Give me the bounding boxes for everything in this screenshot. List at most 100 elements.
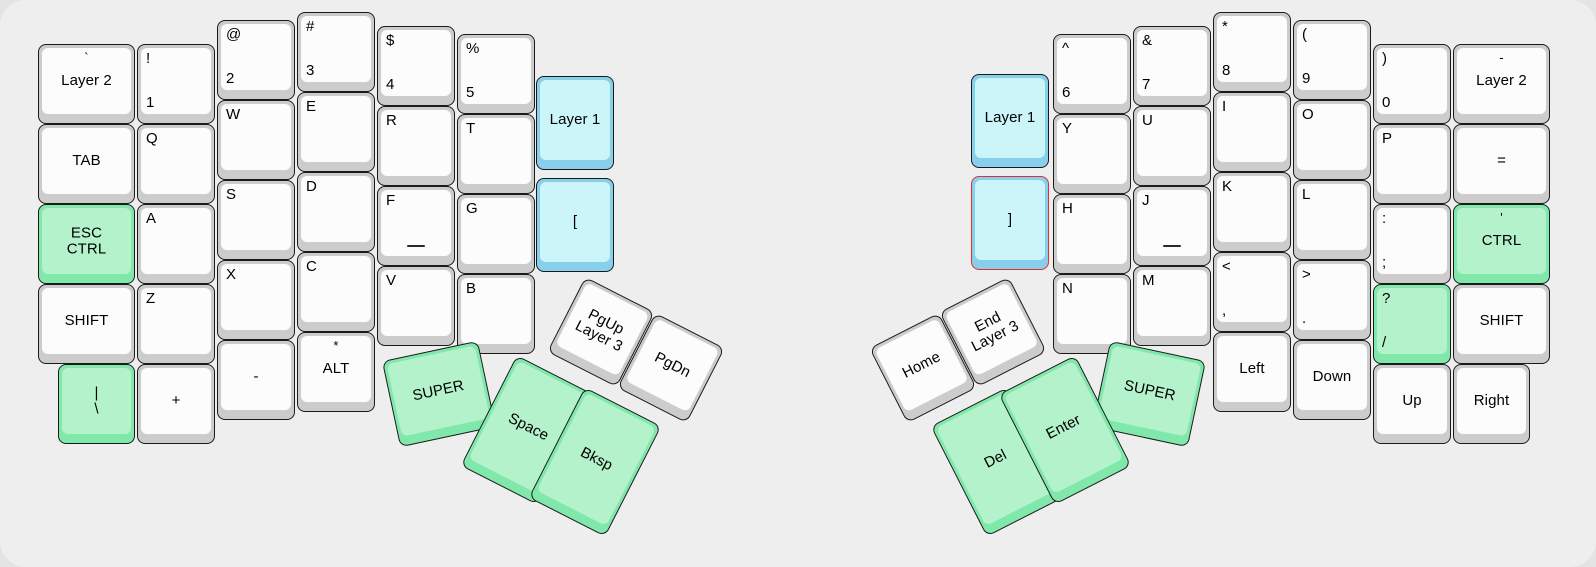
- key-r-c6-r4[interactable]: N: [1053, 274, 1131, 354]
- key-r-c5-r4[interactable]: M: [1133, 266, 1211, 346]
- key-r-c7-r2[interactable]: ]: [971, 176, 1049, 270]
- keycap: D: [301, 176, 371, 242]
- keycap: N: [1057, 278, 1127, 344]
- key-l-c3-r1[interactable]: @2: [217, 20, 295, 100]
- keycap: B: [461, 278, 531, 344]
- key-r-c3-r1[interactable]: (9: [1293, 20, 1371, 100]
- key-l-c1-r2[interactable]: TAB: [38, 124, 135, 204]
- key-legend-main: U: [1142, 112, 1153, 129]
- key-l-c3-r5[interactable]: -: [217, 340, 295, 420]
- keycap: Z: [141, 288, 211, 354]
- key-legend-top: ?: [1382, 290, 1391, 307]
- key-l-c3-r2[interactable]: W: [217, 100, 295, 180]
- key-legend-main: 5: [466, 84, 475, 102]
- keycap: I: [1217, 96, 1287, 162]
- key-r-c1-r5[interactable]: Right: [1453, 364, 1530, 444]
- key-l-c5-r3[interactable]: F: [377, 186, 455, 266]
- key-legend-main: 7: [1142, 76, 1151, 94]
- key-l-c1-r4[interactable]: SHIFT: [38, 284, 135, 364]
- keycap: S: [221, 184, 291, 250]
- key-r-c2-r1[interactable]: )0: [1373, 44, 1451, 124]
- key-l-c2-r5[interactable]: +: [137, 364, 215, 444]
- key-r-c2-r2[interactable]: P: [1373, 124, 1451, 204]
- key-legend-top: &: [1142, 32, 1153, 49]
- key-l-c3-r4[interactable]: X: [217, 260, 295, 340]
- key-l-c1-r1[interactable]: `Layer 2: [38, 44, 135, 124]
- key-r-c5-r1[interactable]: &7: [1133, 26, 1211, 106]
- keycap: ]: [975, 180, 1045, 260]
- keycap: 'CTRL: [1457, 208, 1546, 274]
- key-l-c4-r4[interactable]: C: [297, 252, 375, 332]
- key-r-c2-r3[interactable]: :;: [1373, 204, 1451, 284]
- key-legend-main: =: [1497, 152, 1506, 170]
- key-l-c2-r4[interactable]: Z: [137, 284, 215, 364]
- key-r-c2-r5[interactable]: Up: [1373, 364, 1451, 444]
- key-legend-main: W: [226, 106, 241, 123]
- keycap: L: [1297, 184, 1367, 250]
- key-l-c6-r4[interactable]: B: [457, 274, 535, 354]
- key-legend-top: *: [333, 338, 339, 353]
- key-r-c4-r1[interactable]: *8: [1213, 12, 1291, 92]
- keycap: X: [221, 264, 291, 330]
- key-l-c7-r1[interactable]: Layer 1: [536, 76, 614, 170]
- key-r-c4-r2[interactable]: I: [1213, 92, 1291, 172]
- key-r-c3-r4[interactable]: >.: [1293, 260, 1371, 340]
- key-l-c6-r3[interactable]: G: [457, 194, 535, 274]
- key-r-c5-r2[interactable]: U: [1133, 106, 1211, 186]
- key-r-c3-r5[interactable]: Down: [1293, 340, 1371, 420]
- keycap: $4: [381, 30, 451, 96]
- key-r-c6-r2[interactable]: Y: [1053, 114, 1131, 194]
- keycap: Right: [1457, 368, 1526, 434]
- keycap: @2: [221, 24, 291, 90]
- key-r-c4-r4[interactable]: <,: [1213, 252, 1291, 332]
- key-l-c4-r2[interactable]: E: [297, 92, 375, 172]
- key-r-c3-r2[interactable]: O: [1293, 100, 1371, 180]
- keycap: J: [1137, 190, 1207, 256]
- key-legend-top: @: [226, 26, 242, 43]
- key-r-c6-r1[interactable]: ^6: [1053, 34, 1131, 114]
- key-l-c1-r5[interactable]: | \: [58, 364, 135, 444]
- keycap: Layer 1: [540, 80, 610, 160]
- key-r-c1-r1[interactable]: -Layer 2: [1453, 44, 1550, 124]
- keycap: Layer 1: [975, 78, 1045, 158]
- key-l-c5-r4[interactable]: V: [377, 266, 455, 346]
- key-l-c3-r3[interactable]: S: [217, 180, 295, 260]
- keycap: Left: [1217, 336, 1287, 402]
- keycap: V: [381, 270, 451, 336]
- key-legend-main: +: [171, 392, 181, 410]
- key-l-c2-r2[interactable]: Q: [137, 124, 215, 204]
- key-r-c2-r4[interactable]: ?/: [1373, 284, 1451, 364]
- keycap: | \: [62, 368, 131, 434]
- key-legend-main: ,: [1222, 302, 1227, 320]
- key-r-c7-r1[interactable]: Layer 1: [971, 74, 1049, 168]
- keycap: #3: [301, 16, 371, 82]
- keycap: C: [301, 256, 371, 322]
- key-legend-main: Right: [1473, 392, 1510, 410]
- key-l-c5-r1[interactable]: $4: [377, 26, 455, 106]
- key-legend-top: $: [386, 32, 395, 49]
- keycap: F: [381, 190, 451, 256]
- key-l-c7-r2[interactable]: [: [536, 178, 614, 272]
- key-l-c4-r3[interactable]: D: [297, 172, 375, 252]
- key-r-c3-r3[interactable]: L: [1293, 180, 1371, 260]
- key-r-c4-r3[interactable]: K: [1213, 172, 1291, 252]
- key-r-c4-r5[interactable]: Left: [1213, 332, 1291, 412]
- key-r-c6-r3[interactable]: H: [1053, 194, 1131, 274]
- key-l-c6-r2[interactable]: T: [457, 114, 535, 194]
- key-r-c5-r3[interactable]: J: [1133, 186, 1211, 266]
- key-l-c1-r3[interactable]: ESC CTRL: [38, 204, 135, 284]
- key-l-c2-r1[interactable]: !1: [137, 44, 215, 124]
- key-r-c1-r2[interactable]: =: [1453, 124, 1550, 204]
- key-l-c4-r5[interactable]: *ALT: [297, 332, 375, 412]
- keycap: )0: [1377, 48, 1447, 114]
- key-legend-main: End Layer 3: [968, 308, 1022, 356]
- key-r-c1-r4[interactable]: SHIFT: [1453, 284, 1550, 364]
- key-l-c5-r2[interactable]: R: [377, 106, 455, 186]
- keycap: SHIFT: [42, 288, 131, 354]
- key-l-c4-r1[interactable]: #3: [297, 12, 375, 92]
- key-l-c6-r1[interactable]: %5: [457, 34, 535, 114]
- key-legend-main: R: [386, 112, 397, 129]
- key-l-c2-r3[interactable]: A: [137, 204, 215, 284]
- key-r-c1-r3[interactable]: 'CTRL: [1453, 204, 1550, 284]
